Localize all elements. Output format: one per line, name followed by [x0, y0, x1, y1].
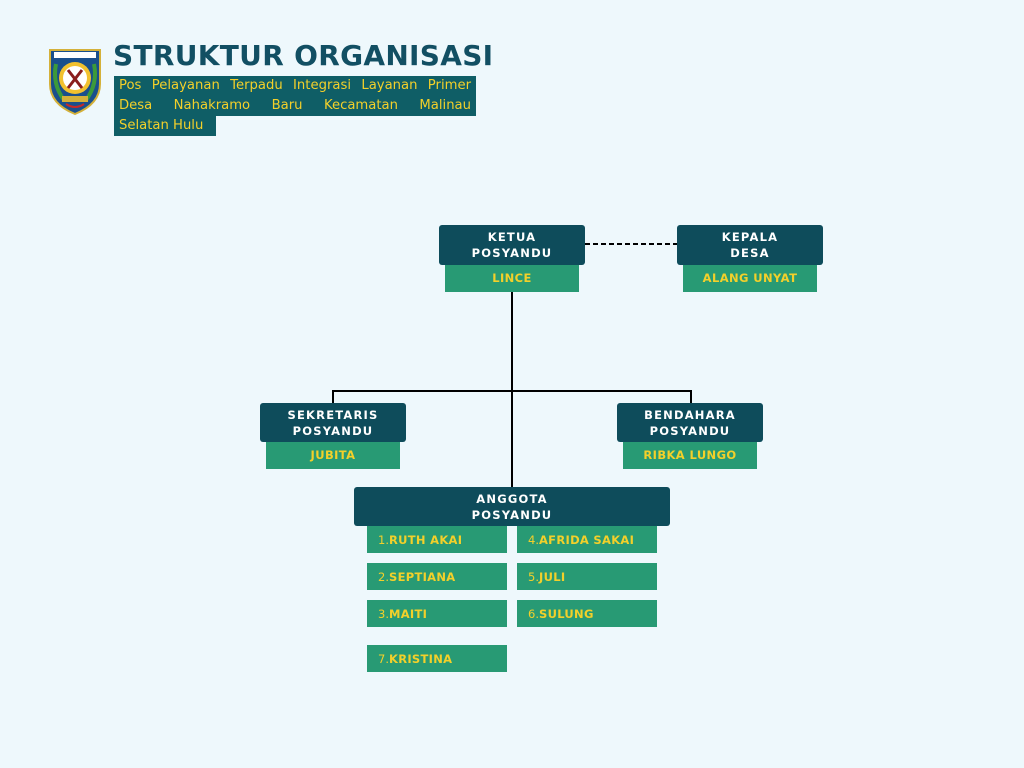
member-name: RUTH AKAI — [388, 532, 463, 547]
member-number: 3. — [378, 606, 389, 621]
bendahara-role-line-1: BENDAHARA — [644, 407, 736, 422]
member-item: 6. SULUNG — [517, 600, 657, 627]
member-number: 4. — [528, 532, 539, 547]
regency-emblem-logo — [46, 44, 104, 116]
member-number: 7. — [378, 651, 389, 666]
ketua-posyandu-name: LINCE — [445, 265, 579, 292]
anggota-role-line-2: POSYANDU — [471, 507, 553, 522]
member-item: 1. RUTH AKAI — [367, 526, 507, 553]
sekretaris-role-line-2: POSYANDU — [292, 423, 374, 438]
member-item: 3. MAITI — [367, 600, 507, 627]
page-title: STRUKTUR ORGANISASI — [113, 39, 494, 72]
member-name: MAITI — [388, 606, 428, 621]
member-name: KRISTINA — [388, 651, 453, 666]
kepala-desa-name: ALANG UNYAT — [683, 265, 817, 292]
subtitle-line-1: Pos Pelayanan Terpadu Integrasi Layanan … — [114, 76, 476, 96]
anggota-role-line-1: ANGGOTA — [476, 491, 548, 506]
bendahara-role-line-2: POSYANDU — [649, 423, 731, 438]
member-name: SULUNG — [538, 606, 594, 621]
sekretaris-role-line-1: SEKRETARIS — [287, 407, 379, 422]
ketua-posyandu-role-box: KETUA POSYANDU — [439, 225, 585, 265]
member-name: AFRIDA SAKAI — [538, 532, 635, 547]
member-name: JULI — [538, 569, 566, 584]
kepala-desa-role-box: KEPALA DESA — [677, 225, 823, 265]
ketua-role-line-2: POSYANDU — [471, 246, 553, 260]
member-number: 1. — [378, 532, 389, 547]
kepala-role-line-2: DESA — [730, 246, 770, 260]
member-item: 2. SEPTIANA — [367, 563, 507, 590]
subtitle-line-3: Selatan Hulu — [114, 116, 216, 136]
member-item: 5. JULI — [517, 563, 657, 590]
kepala-role-line-1: KEPALA — [721, 230, 779, 244]
sekretaris-posyandu-name: JUBITA — [266, 442, 400, 469]
member-item: 4. AFRIDA SAKAI — [517, 526, 657, 553]
bendahara-posyandu-role-box: BENDAHARA POSYANDU — [617, 403, 763, 442]
member-number: 2. — [378, 569, 389, 584]
bendahara-posyandu-name: RIBKA LUNGO — [623, 442, 757, 469]
member-name: SEPTIANA — [388, 569, 456, 584]
member-number: 6. — [528, 606, 539, 621]
member-number: 5. — [528, 569, 539, 584]
sekretaris-posyandu-role-box: SEKRETARIS POSYANDU — [260, 403, 406, 442]
anggota-posyandu-role-box: ANGGOTA POSYANDU — [354, 487, 670, 526]
member-item: 7. KRISTINA — [367, 645, 507, 672]
subtitle-line-2: Desa Nahakramo Baru Kecamatan Malinau — [114, 96, 476, 116]
ketua-role-line-1: KETUA — [487, 230, 537, 244]
